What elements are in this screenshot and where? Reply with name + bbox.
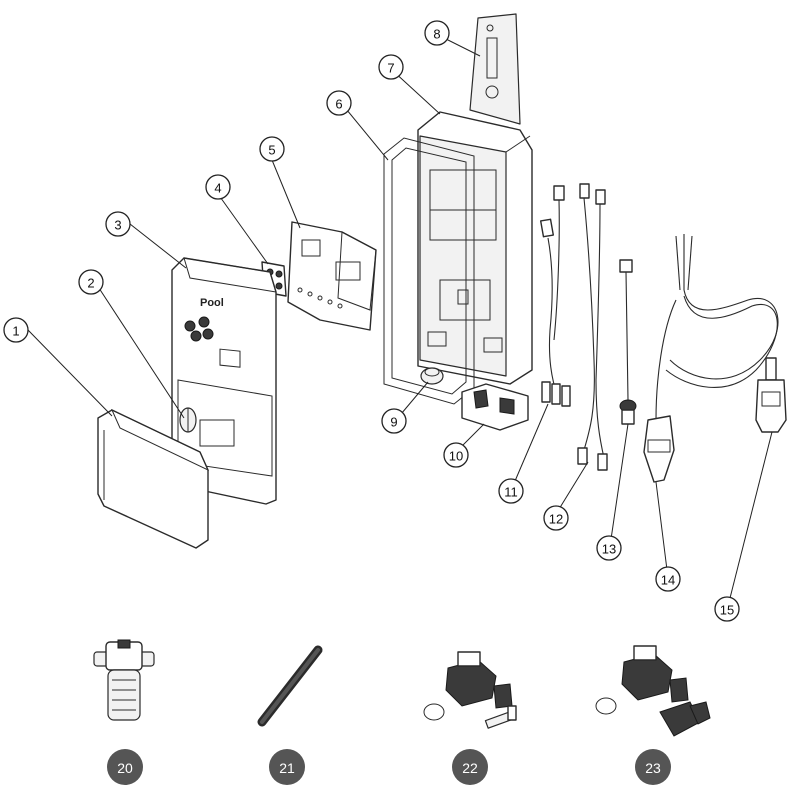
part-wire-harness-a <box>539 185 571 407</box>
accessory-probe <box>257 645 323 727</box>
callout-10: 10 <box>443 442 469 468</box>
callout-12: 12 <box>543 505 569 531</box>
callout-7-label: 7 <box>387 61 394 76</box>
callout-11: 11 <box>498 478 524 504</box>
accessory-filter <box>93 639 155 721</box>
callout-1: 1 <box>3 317 29 343</box>
callout-5-label: 5 <box>268 143 275 158</box>
callout-10-label: 10 <box>449 449 463 464</box>
callout-14-label: 14 <box>661 573 675 588</box>
accessory-saddle-sensor <box>423 651 517 729</box>
part-cable-connector <box>755 357 787 433</box>
callout-8-label: 8 <box>433 27 440 42</box>
callout-11-label: 11 <box>504 485 518 500</box>
callout-4: 4 <box>205 174 231 200</box>
callout-7: 7 <box>378 54 404 80</box>
callout-3-label: 3 <box>114 218 121 233</box>
callout-9: 9 <box>381 408 407 434</box>
cover-logo-text: Pool <box>200 297 224 309</box>
accessory-badge-21: 21 <box>269 749 305 785</box>
part-rear-housing <box>417 111 533 385</box>
part-hinge-pin <box>179 407 197 433</box>
accessory-23-label: 23 <box>645 760 661 776</box>
part-cable-gland-small <box>619 259 637 425</box>
part-terminal-block <box>461 383 529 431</box>
callout-1-label: 1 <box>12 324 19 339</box>
part-plug <box>420 367 444 385</box>
part-power-cable <box>643 234 779 483</box>
leader-lines <box>27 35 773 607</box>
callout-6-label: 6 <box>335 97 342 112</box>
callout-15-label: 15 <box>720 603 734 618</box>
callout-2-label: 2 <box>87 276 94 291</box>
part-sensor-cable <box>577 183 608 471</box>
accessory-22-label: 22 <box>462 760 478 776</box>
callout-15: 15 <box>714 596 740 622</box>
accessory-saddle-fitting <box>595 645 711 737</box>
part-wall-bracket <box>469 13 521 125</box>
callout-6: 6 <box>326 90 352 116</box>
callout-13-label: 13 <box>602 542 616 557</box>
accessory-badge-20: 20 <box>107 749 143 785</box>
callout-4-label: 4 <box>214 181 221 196</box>
accessory-badge-23: 23 <box>635 749 671 785</box>
accessory-20-label: 20 <box>117 760 133 776</box>
callout-14: 14 <box>655 566 681 592</box>
callout-5: 5 <box>259 136 285 162</box>
callout-3: 3 <box>105 211 131 237</box>
accessory-badge-22: 22 <box>452 749 488 785</box>
part-circuit-board <box>287 221 377 331</box>
part-front-cover <box>97 408 210 549</box>
accessory-21-label: 21 <box>279 760 295 776</box>
callout-13: 13 <box>596 535 622 561</box>
callout-8: 8 <box>424 20 450 46</box>
callout-2: 2 <box>78 269 104 295</box>
callout-9-label: 9 <box>390 415 397 430</box>
callout-12-label: 12 <box>549 512 563 527</box>
